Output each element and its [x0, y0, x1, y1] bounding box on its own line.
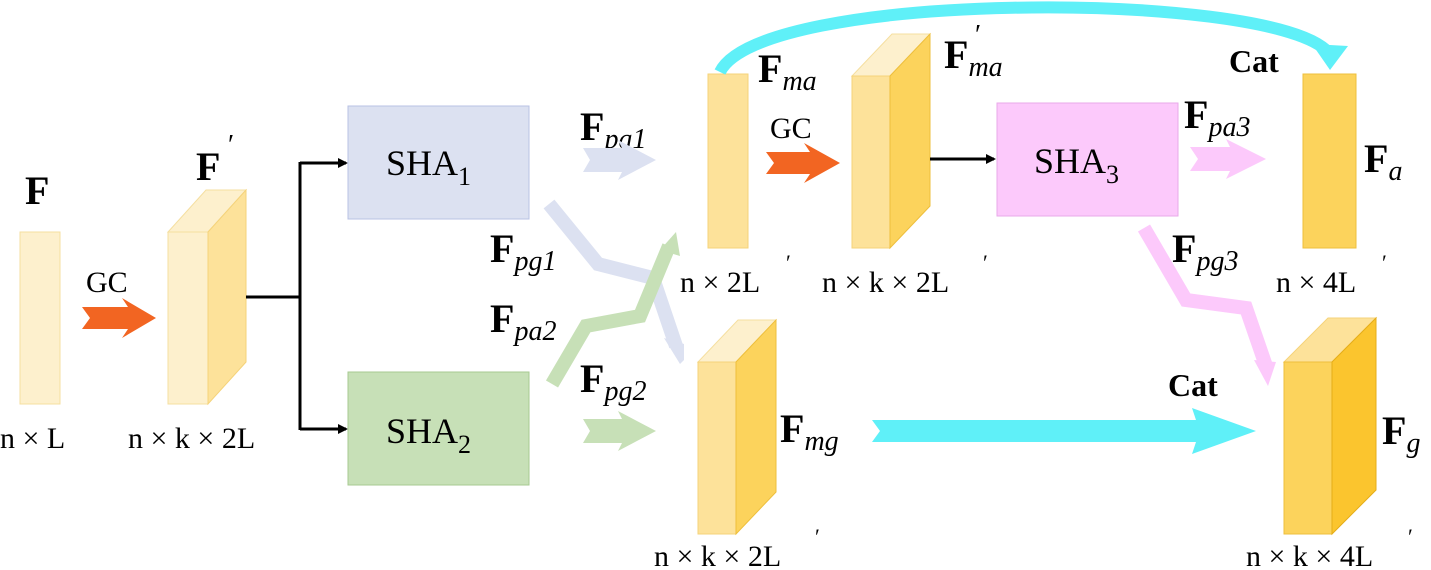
cross-arrow-green-head — [660, 232, 680, 256]
f-a-output-block — [1302, 73, 1357, 249]
dim-prime-5: ′ — [1382, 250, 1387, 275]
f-prime-label: F — [196, 144, 220, 189]
sha3-box — [996, 102, 1179, 217]
sha3-label: SHA3 — [1034, 141, 1119, 189]
sha1-label: SHA1 — [386, 143, 471, 191]
f-ma-prime-mark: ′ — [975, 20, 981, 51]
dim-label-4: n × k × 2L — [822, 266, 949, 299]
dim-prime-7: ′ — [1408, 524, 1413, 549]
dim-label-5: n × 4L — [1276, 266, 1356, 299]
sha2-box — [347, 371, 530, 486]
f-ma-prime-label: Fma — [944, 32, 1003, 83]
f-g-label: Fg — [1382, 408, 1420, 459]
pa3-arrow — [1190, 139, 1266, 179]
pa1-arrow — [583, 140, 656, 180]
f-pa2-label: Fpa2 — [490, 296, 556, 347]
f-mg-label: Fmg — [780, 406, 839, 457]
f-pa3-label: Fpa3 — [1184, 92, 1250, 143]
sha2-label: SHA2 — [386, 411, 471, 459]
dim-label-6: n × k × 2L — [654, 540, 781, 570]
f-pa1-label: Fpa1 — [580, 104, 646, 155]
dim-prime-6: ′ — [815, 524, 820, 549]
gc-arrow-1 — [82, 298, 156, 338]
f-pg1-label: Fpg1 — [490, 226, 556, 277]
dim-prime-3: ′ — [786, 250, 791, 275]
dim-label-3: n × 2L — [680, 266, 760, 299]
input-feature-block — [19, 231, 61, 405]
cyan-long-arrow — [872, 408, 1256, 454]
pg3-arrow-head — [1254, 360, 1276, 386]
cyan-skip-arrow — [714, 1, 1331, 76]
dim-label-2: n × k × 2L — [128, 422, 255, 455]
f-label: F — [25, 168, 49, 213]
gc-arrow-2 — [766, 143, 840, 183]
dim-label-1: n × L — [0, 422, 65, 455]
cat-label-bottom: Cat — [1168, 367, 1218, 403]
f-pg2-label: Fpg2 — [580, 356, 646, 407]
dim-prime-4: ′ — [983, 250, 988, 275]
f-prime-mark: ′ — [228, 130, 234, 161]
pg2-arrow — [583, 411, 656, 451]
f-g-block — [1282, 316, 1378, 536]
sha1-box — [347, 105, 530, 220]
f-mg-block — [696, 318, 778, 536]
cross-arrow-blue — [543, 199, 683, 349]
cross-arrow-green — [545, 243, 676, 388]
gc-label-1: GC — [86, 266, 128, 299]
f-pg3-label: Fpg3 — [1172, 226, 1238, 277]
gc-label-2: GC — [770, 112, 812, 145]
f-ma-prime-block — [850, 32, 932, 250]
f-prime-block — [166, 188, 248, 406]
f-ma-input-block — [707, 73, 749, 249]
f-a-label: Fa — [1364, 136, 1402, 187]
cyan-skip-arrow-head — [1312, 44, 1348, 70]
pg3-arrow — [1137, 224, 1273, 369]
cross-arrow-blue-head — [664, 338, 684, 364]
dim-label-7: n × k × 4L — [1246, 540, 1373, 570]
f-ma-label: Fma — [758, 46, 817, 97]
cat-label-top: Cat — [1229, 43, 1279, 79]
